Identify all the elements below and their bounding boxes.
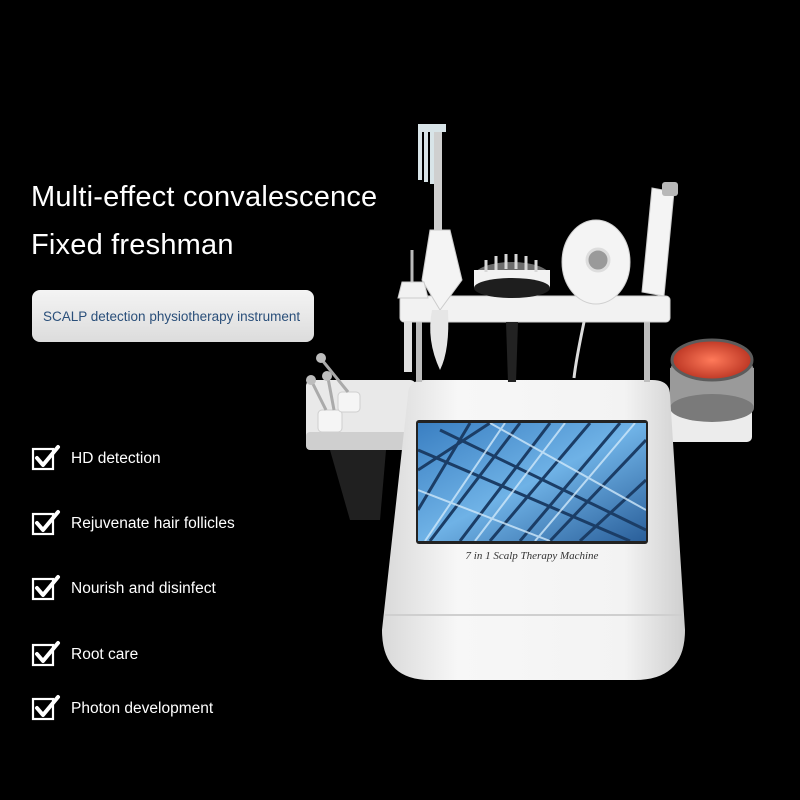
- feature-label: Photon development: [71, 700, 214, 717]
- machine-body: 7 in 1 Scalp Therapy Machine: [382, 380, 685, 680]
- checkbox-check-icon: [31, 695, 60, 721]
- feature-label: HD detection: [71, 450, 161, 467]
- red-light-cap: [660, 338, 754, 442]
- electrode-tray: [306, 353, 416, 520]
- feature-label: Rejuvenate hair follicles: [71, 515, 235, 532]
- feature-item-nourish: Nourish and disinfect: [30, 574, 216, 604]
- feature-item-photon: Photon development: [30, 694, 213, 724]
- feature-item-hd-detection: HD detection: [30, 444, 161, 474]
- feature-item-root-care: Root care: [30, 640, 138, 670]
- checkbox-check-icon: [31, 575, 60, 601]
- wand-handpiece: [641, 182, 678, 297]
- feature-label: Root care: [71, 646, 139, 663]
- checkbox-check-icon: [31, 510, 60, 536]
- headline-line-1: Multi-effect convalescence: [31, 181, 378, 213]
- feature-label: Nourish and disinfect: [71, 580, 216, 597]
- checkbox-check-icon: [31, 445, 60, 471]
- scalp-hair-image: [418, 423, 646, 541]
- round-handpiece: [561, 219, 631, 379]
- screen-label: 7 in 1 Scalp Therapy Machine: [466, 550, 599, 562]
- scalp-therapy-machine-image: 7 in 1 Scalp Therapy Machine: [306, 124, 754, 680]
- subtitle-badge: SCALP detection physiotherapy instrument: [32, 290, 314, 342]
- pen-electrode: [397, 250, 429, 372]
- headline-line-2: Fixed freshman: [31, 229, 234, 261]
- massage-brush: [474, 254, 550, 382]
- checkbox-check-icon: [31, 641, 60, 667]
- comb-electrode: [418, 124, 463, 370]
- subtitle-badge-text: SCALP detection physiotherapy instrument: [43, 308, 301, 324]
- feature-item-rejuvenate: Rejuvenate hair follicles: [30, 509, 235, 539]
